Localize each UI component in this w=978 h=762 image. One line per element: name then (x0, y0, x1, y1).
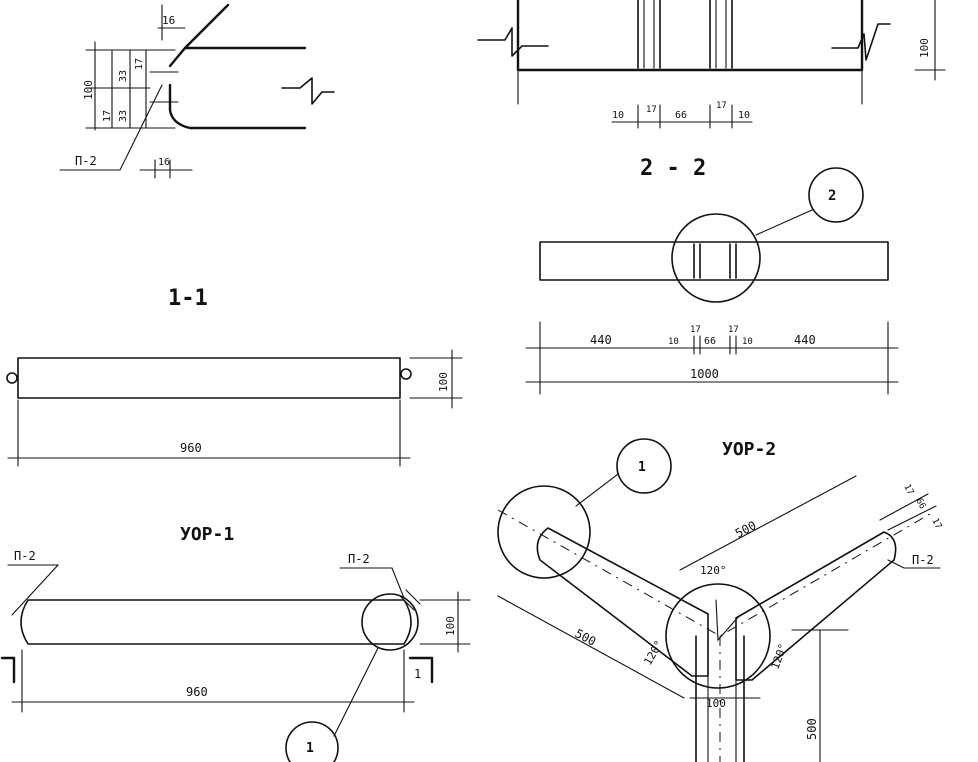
uop-1-callout-number: 1 (306, 741, 314, 756)
detail-top-left: 16 100 17 33 33 17 П-2 16 (59, 3, 335, 179)
dim-top-10a: 10 (612, 110, 624, 121)
uop-2-tag-dim-17a: 17 (901, 483, 915, 497)
uop-2-arm-dim-3: 500 (805, 718, 819, 740)
uop-1-cut-mark: 1 (414, 667, 421, 681)
detail-label-16-bottom: 16 (158, 157, 170, 168)
section-2-2: 2 - 2 2 440 10 17 66 17 10 440 1000 (525, 156, 899, 395)
detail-label-33b: 33 (118, 70, 129, 82)
dim-17-left: 17 (690, 325, 701, 335)
dim-top-66: 66 (675, 110, 687, 121)
uop-1-left-tag: П-2 (14, 549, 36, 563)
dim-10-left: 10 (668, 337, 679, 347)
dim-1000: 1000 (690, 367, 719, 381)
uop-2-arm-dim-1: 500 (733, 518, 759, 541)
dim-top-10b: 10 (738, 110, 750, 121)
uop-2-callout-number: 1 (638, 460, 646, 475)
uop-2-tag-dim-17b: 17 (929, 517, 943, 531)
uop-1-right-tag: П-2 (348, 552, 370, 566)
detail-label-100: 100 (82, 80, 95, 100)
detail-label-17b: 17 (134, 58, 145, 70)
uop-2-width: 100 (706, 697, 726, 710)
detail-label-17a: 17 (102, 110, 113, 122)
uop-1-height: 100 (444, 616, 457, 636)
section-1-1-title: 1-1 (168, 286, 208, 311)
dim-top-17b: 17 (716, 101, 727, 111)
uop-2-angle-1: 120° (700, 564, 727, 577)
section-1-1-length: 960 (180, 441, 202, 455)
dim-side-100: 100 (918, 38, 931, 58)
uop-2-angle-3: 120° (769, 642, 790, 671)
detail-label-33a: 33 (118, 110, 129, 122)
dim-66: 66 (704, 336, 716, 347)
section-1-1-height: 100 (437, 372, 450, 392)
uop-2-tag-dim-66: 66 (913, 497, 927, 511)
detail-label-16-top: 16 (162, 14, 175, 27)
uop-1: УОР-1 П-2 П-2 100 960 1 1 (0, 524, 471, 762)
uop-2-title: УОР-2 (722, 439, 776, 460)
dim-top-17a: 17 (646, 105, 657, 115)
uop-2-tag: П-2 (912, 553, 934, 567)
callout-2-number: 2 (828, 188, 836, 204)
uop-2: УОР-2 1 500 500 500 120° 120° 120° 100 П… (497, 438, 943, 762)
section-1-1: 1-1 100 960 (6, 286, 463, 467)
dim-440-left: 440 (590, 333, 612, 347)
uop-1-title: УОР-1 (180, 524, 234, 545)
uop-2-arm-dim-2: 500 (573, 626, 599, 649)
dim-440-right: 440 (794, 333, 816, 347)
detail-top-center: 10 17 66 17 10 100 (477, 0, 946, 129)
dim-10-right: 10 (742, 337, 753, 347)
section-2-2-title: 2 - 2 (640, 156, 706, 181)
uop-1-length: 960 (186, 685, 208, 699)
detail-label-p2: П-2 (75, 154, 97, 168)
dim-17-right: 17 (728, 325, 739, 335)
